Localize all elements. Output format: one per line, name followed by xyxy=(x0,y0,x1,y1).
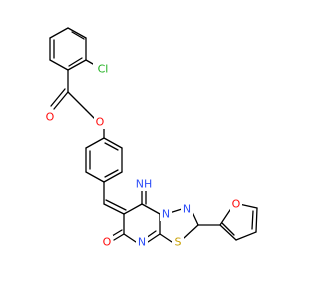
bond xyxy=(85,137,105,149)
sulfur-atom: S xyxy=(175,236,182,249)
bond xyxy=(221,222,235,236)
bond xyxy=(104,142,119,151)
keto-oxygen-atom: O xyxy=(103,236,112,249)
bond xyxy=(183,224,199,239)
bond xyxy=(123,233,137,243)
bond xyxy=(67,59,87,71)
bond xyxy=(159,233,173,243)
pyrimidine-nitrogen-atom: N xyxy=(138,236,146,249)
bond xyxy=(85,171,105,183)
bond xyxy=(104,169,119,178)
bond xyxy=(123,203,143,215)
structure-drawing: Cl O O NH N N O S O N xyxy=(44,27,258,249)
ester-oxygen-atom: O xyxy=(96,116,105,129)
bond xyxy=(105,199,127,211)
bridgehead-nitrogen-atom: N xyxy=(162,208,170,221)
furan-oxygen-atom: O xyxy=(232,198,241,211)
imine-nh-atom: NH xyxy=(136,178,153,191)
bond xyxy=(147,233,161,243)
bond xyxy=(49,27,69,39)
carbonyl-oxygen-atom: O xyxy=(46,111,55,124)
bond xyxy=(255,207,258,233)
bond xyxy=(103,203,125,215)
bond xyxy=(53,91,69,110)
bond xyxy=(235,231,257,241)
bond xyxy=(50,88,66,107)
bond xyxy=(111,229,123,237)
bond xyxy=(113,233,125,241)
thiadiazole-nitrogen-atom: N xyxy=(183,203,191,216)
chlorine-atom: Cl xyxy=(98,63,109,76)
bond xyxy=(67,91,87,111)
bond xyxy=(68,57,83,67)
bond xyxy=(251,210,254,230)
bond xyxy=(71,31,85,40)
bond xyxy=(219,224,237,241)
molecule-canvas: Cl O O NH N N O S O N xyxy=(44,27,258,249)
bond xyxy=(67,27,87,39)
bond xyxy=(141,203,161,215)
bond xyxy=(103,137,123,149)
bond xyxy=(103,171,123,183)
bond xyxy=(49,59,69,71)
